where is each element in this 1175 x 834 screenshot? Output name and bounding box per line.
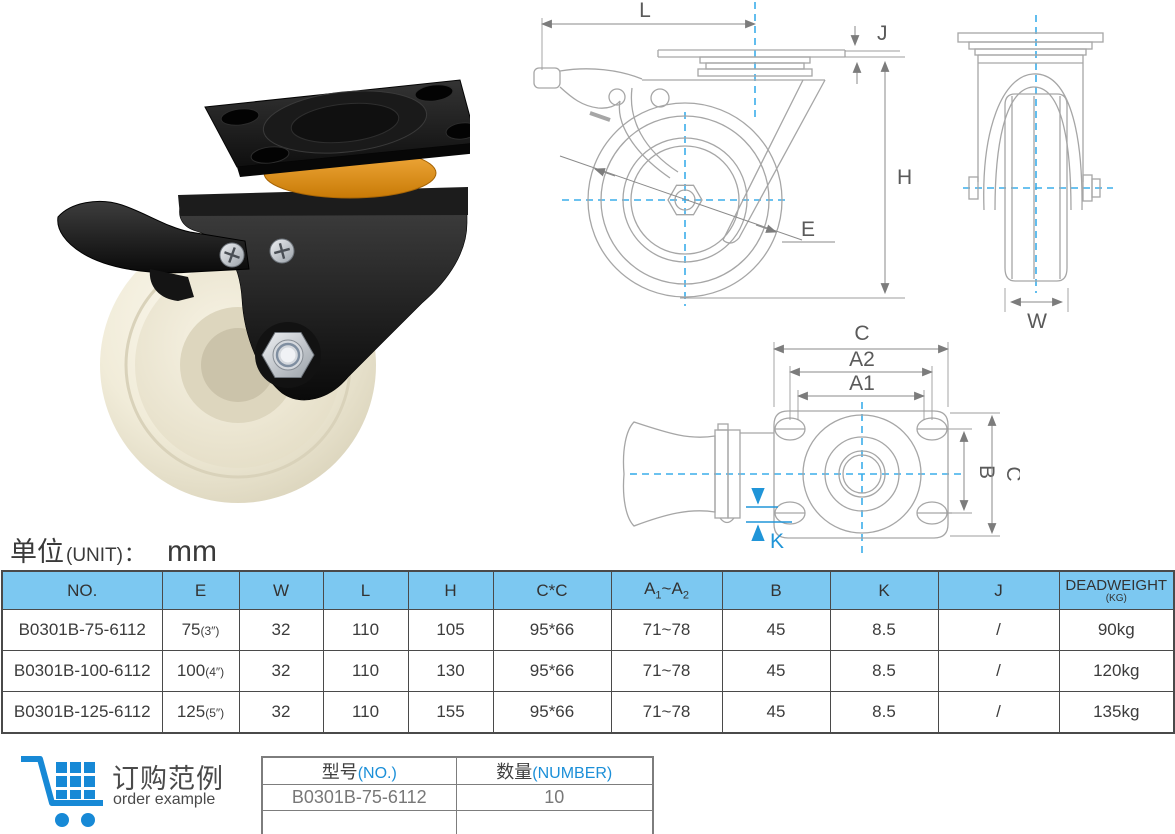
fork-outline xyxy=(618,79,826,244)
brake-outline xyxy=(533,67,670,122)
cell-b: 45 xyxy=(721,650,831,692)
col-header-a1a2: A1~A2 xyxy=(610,570,723,610)
cell-k: 8.5 xyxy=(829,609,939,651)
cell-k: 8.5 xyxy=(829,650,939,692)
front-view-drawing: L J H E xyxy=(533,0,912,306)
mounting-plate xyxy=(204,79,470,177)
cell-j: / xyxy=(937,609,1060,651)
dim-label-A2: A2 xyxy=(849,348,875,371)
spec-header-row: NO. E W L H C*C A1~A2 B K J DEADWEIGHT (… xyxy=(1,570,1175,610)
cell-b: 45 xyxy=(721,691,831,734)
brake-pedal xyxy=(57,200,250,301)
unit-value: mm xyxy=(166,535,217,568)
order-empty-cell xyxy=(261,810,457,834)
cell-h: 105 xyxy=(407,609,494,651)
col-header-h: H xyxy=(407,570,494,610)
dim-label-C-right: C xyxy=(1002,466,1020,481)
cell-w: 32 xyxy=(238,609,324,651)
col-header-no: NO. xyxy=(1,570,163,610)
col-header-deadweight: DEADWEIGHT (KG) xyxy=(1058,570,1175,610)
spec-row-2: B0301B-100-6112 100(4″) 32 110 130 95*66… xyxy=(1,650,1175,692)
cell-e: 125(5″) xyxy=(161,691,240,734)
order-model-value: B0301B-75-6112 xyxy=(261,784,457,811)
dim-label-E: E xyxy=(801,218,815,241)
cell-no: B0301B-75-6112 xyxy=(1,609,163,651)
order-example-table: 型号(NO.) 数量(NUMBER) B0301B-75-6112 10 xyxy=(261,756,654,834)
cell-no: B0301B-100-6112 xyxy=(1,650,163,692)
cell-w: 32 xyxy=(238,691,324,734)
dim-label-A1: A1 xyxy=(849,372,875,395)
cell-w: 32 xyxy=(238,650,324,692)
col-header-b: B xyxy=(721,570,831,610)
order-data-row: B0301B-75-6112 10 xyxy=(261,784,654,811)
order-header-row: 型号(NO.) 数量(NUMBER) xyxy=(261,756,654,785)
axle-nut xyxy=(255,322,321,388)
cell-deadweight: 120kg xyxy=(1058,650,1175,692)
cell-j: / xyxy=(937,650,1060,692)
cell-l: 110 xyxy=(322,609,409,651)
spec-table: NO. E W L H C*C A1~A2 B K J DEADWEIGHT (… xyxy=(1,570,1175,734)
plate-outline xyxy=(657,49,846,77)
dim-label-L: L xyxy=(639,0,651,22)
unit-label: 单位 (UNIT) ： mm xyxy=(10,530,217,569)
order-col-qty: 数量(NUMBER) xyxy=(455,756,654,785)
cell-cc: 95*66 xyxy=(492,650,612,692)
col-header-w: W xyxy=(238,570,324,610)
col-header-l: L xyxy=(322,570,409,610)
order-col-model: 型号(NO.) xyxy=(261,756,457,785)
order-qty-value: 10 xyxy=(455,784,654,811)
col-header-j: J xyxy=(937,570,1060,610)
side-view-drawing: W xyxy=(957,15,1113,333)
order-empty-cell xyxy=(455,810,654,834)
cell-l: 110 xyxy=(322,691,409,734)
col-header-e: E xyxy=(161,570,240,610)
spec-row-3: B0301B-125-6112 125(5″) 32 110 155 95*66… xyxy=(1,691,1175,734)
unit-colon: ： xyxy=(123,543,145,566)
unit-label-en: (UNIT) xyxy=(66,545,123,566)
cell-b: 45 xyxy=(721,609,831,651)
cell-h: 130 xyxy=(407,650,494,692)
cell-a: 71~78 xyxy=(610,691,723,734)
product-photo xyxy=(57,79,470,503)
plate-view-drawing: C A2 A1 B C K xyxy=(622,322,1020,558)
spec-row-1: B0301B-75-6112 75(3″) 32 110 105 95*66 7… xyxy=(1,609,1175,651)
brake-top-outline xyxy=(622,421,774,527)
col-header-cc: C*C xyxy=(492,570,612,610)
dim-label-B: B xyxy=(975,465,998,479)
dim-label-K: K xyxy=(770,530,784,553)
unit-label-cn: 单位 xyxy=(10,537,64,567)
cell-deadweight: 90kg xyxy=(1058,609,1175,651)
side-outline xyxy=(957,32,1104,282)
plate-top-outline xyxy=(773,410,952,539)
cell-e: 75(3″) xyxy=(161,609,240,651)
cell-a: 71~78 xyxy=(610,609,723,651)
order-example-title-en: order example xyxy=(113,791,216,808)
order-empty-row xyxy=(261,810,654,834)
cell-k: 8.5 xyxy=(829,691,939,734)
cell-no: B0301B-125-6112 xyxy=(1,691,163,734)
dim-label-C-top: C xyxy=(854,322,869,345)
dim-label-W: W xyxy=(1027,310,1047,333)
col-header-k: K xyxy=(829,570,939,610)
wheel-outline xyxy=(587,102,783,298)
cell-cc: 95*66 xyxy=(492,691,612,734)
order-example-title-cn: 订购范例 xyxy=(112,764,224,794)
cell-e: 100(4″) xyxy=(161,650,240,692)
cart-icon xyxy=(21,756,103,827)
cell-l: 110 xyxy=(322,650,409,692)
fork-screws xyxy=(219,238,295,268)
dim-label-J: J xyxy=(877,22,888,45)
cell-j: / xyxy=(937,691,1060,734)
dim-label-H: H xyxy=(897,166,912,189)
cell-deadweight: 135kg xyxy=(1058,691,1175,734)
cell-cc: 95*66 xyxy=(492,609,612,651)
cell-h: 155 xyxy=(407,691,494,734)
cell-a: 71~78 xyxy=(610,650,723,692)
